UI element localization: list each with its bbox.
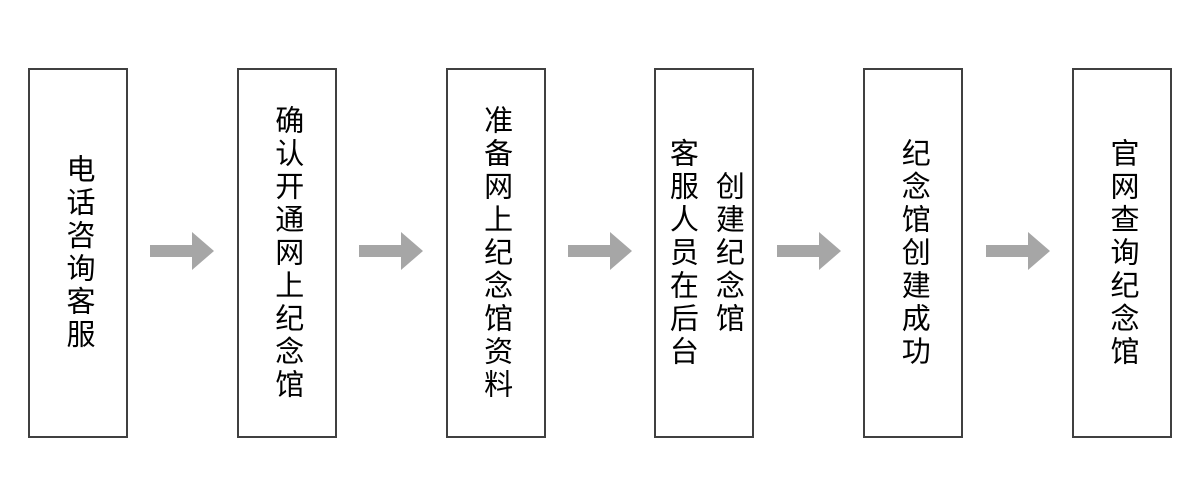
flow-step-label: 电话咨询客服	[62, 154, 94, 352]
flow-connector	[963, 68, 1072, 438]
flowchart: 电话咨询客服 确认开通网上纪念馆 准备网上纪念馆资料 客服人员在后台 创建纪念馆	[0, 68, 1200, 438]
arrow-right-icon	[567, 232, 632, 270]
arrow-right-icon	[776, 232, 841, 270]
flow-connector	[546, 68, 655, 438]
flow-step-label: 确认开通网上纪念馆	[270, 104, 303, 402]
arrow-right-icon	[985, 232, 1050, 270]
flow-step-label: 官网查询纪念馆	[1105, 137, 1138, 369]
flow-step-label: 客服人员在后台 创建纪念馆	[665, 137, 744, 369]
flow-step-phone-consult: 电话咨询客服	[28, 68, 128, 438]
flow-connector	[754, 68, 863, 438]
flow-step-label: 纪念馆创建成功	[897, 137, 930, 369]
flow-step-staff-create: 客服人员在后台 创建纪念馆	[654, 68, 755, 438]
arrow-right-icon	[150, 232, 215, 270]
flow-step-label: 准备网上纪念馆资料	[479, 104, 512, 402]
flow-connector	[128, 68, 237, 438]
flow-step-query-site: 官网查询纪念馆	[1071, 68, 1172, 438]
flow-step-prepare-materials: 准备网上纪念馆资料	[445, 68, 546, 438]
flow-step-confirm-open: 确认开通网上纪念馆	[236, 68, 337, 438]
arrow-right-icon	[359, 232, 424, 270]
flow-step-create-success: 纪念馆创建成功	[863, 68, 964, 438]
flow-connector	[337, 68, 446, 438]
